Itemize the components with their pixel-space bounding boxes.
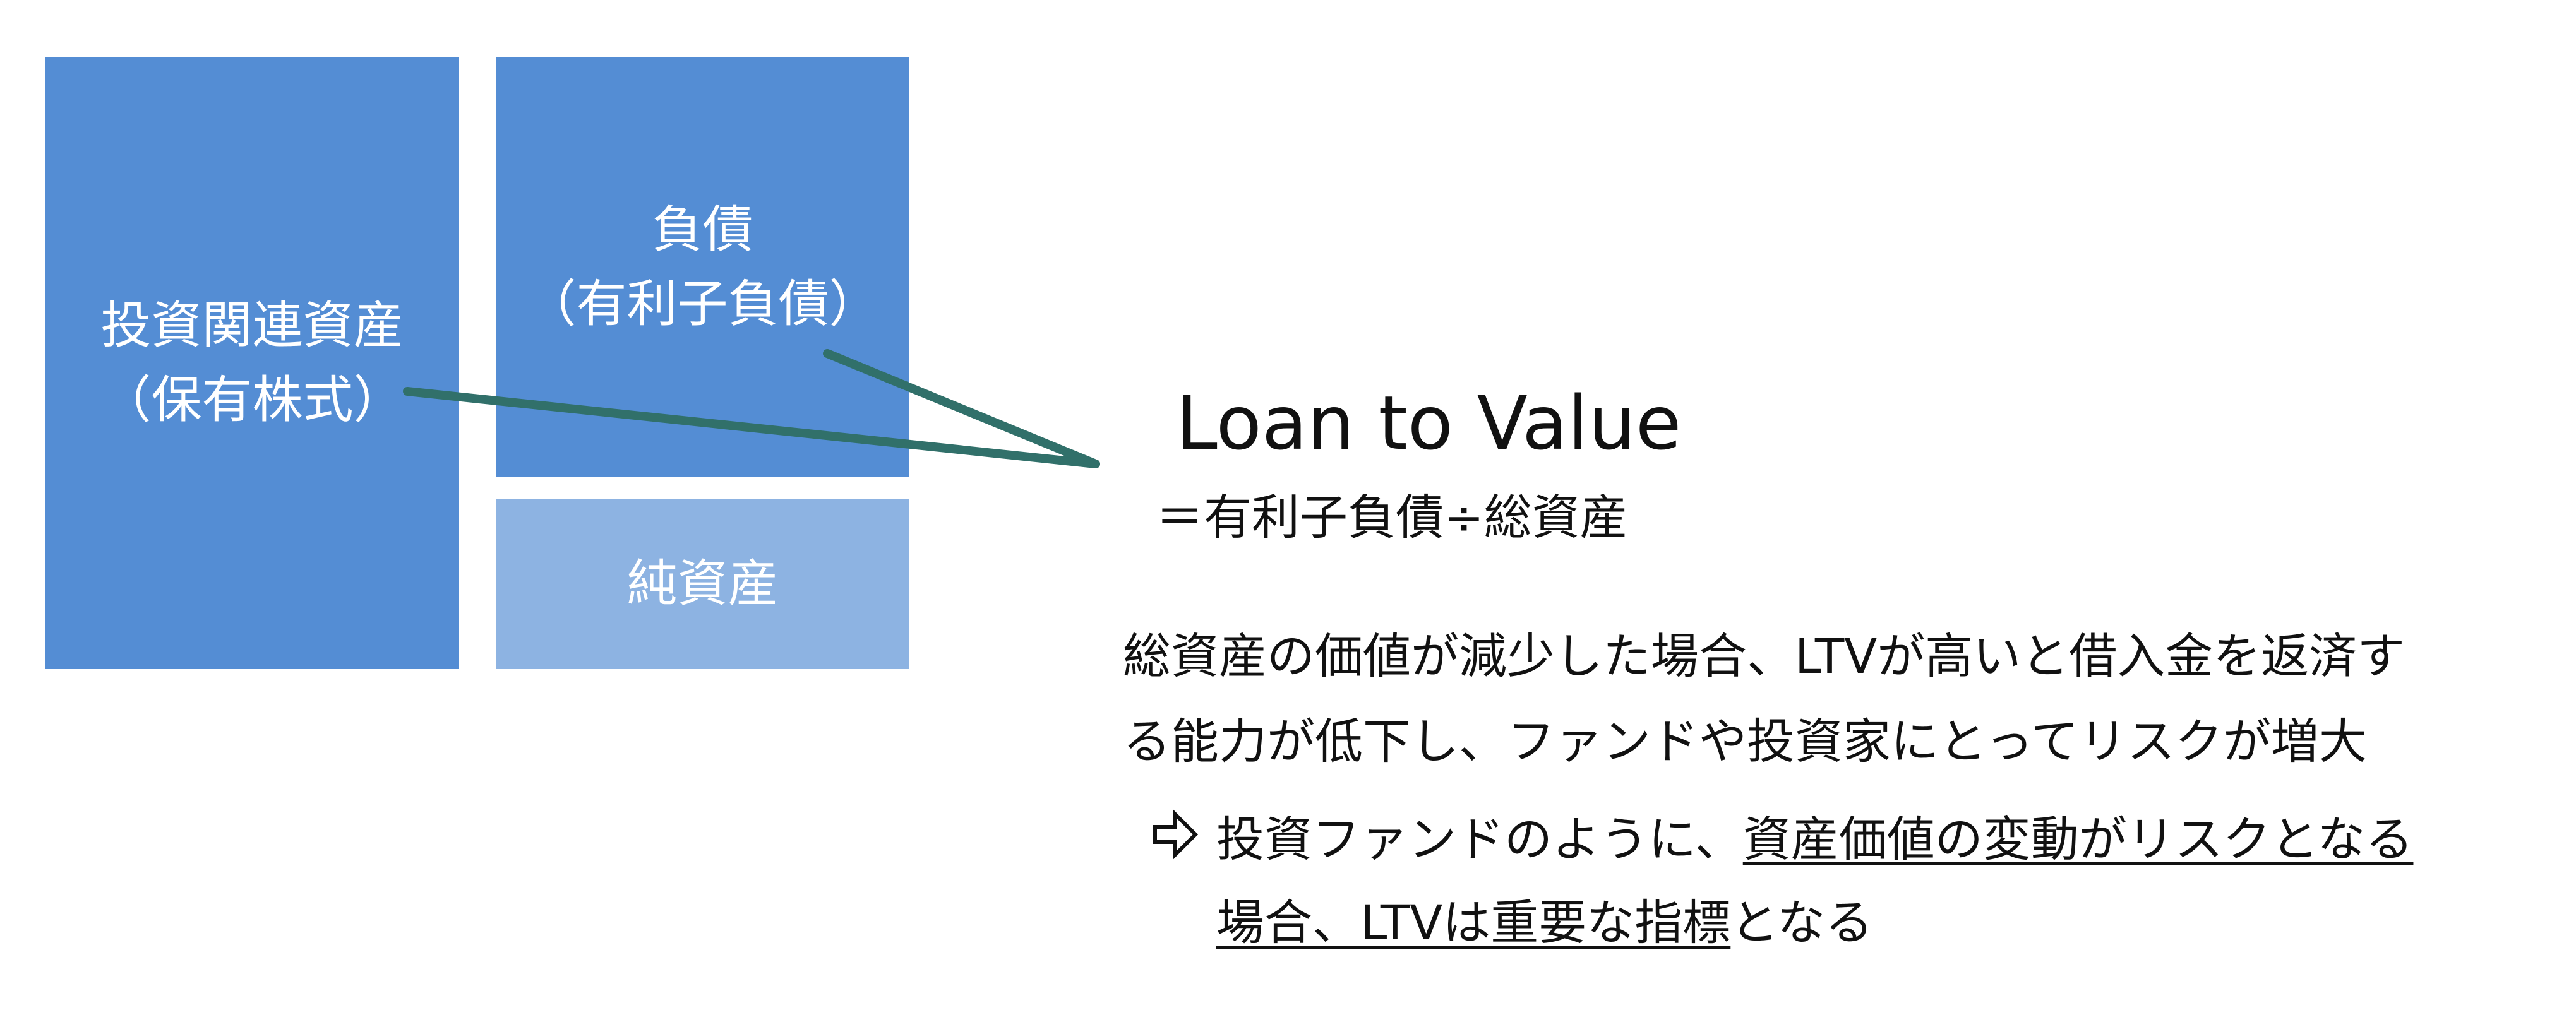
- conclusion-line-1: 投資ファンドのように、資産価値の変動がリスクとなる: [1216, 808, 2413, 871]
- net-assets-label: 純資産: [626, 554, 779, 613]
- investment-assets-label: 投資関連資産: [100, 296, 404, 355]
- asset-connector-line: [403, 387, 1100, 468]
- investment-assets-sublabel: （保有株式）: [100, 371, 404, 429]
- ltv-title: Loan to Value: [1176, 379, 1682, 466]
- description-line-2: る能力が低下し、ファンドや投資家にとってリスクが増大: [1123, 713, 2367, 769]
- ltv-formula: ＝有利子負債÷総資産: [1156, 489, 1628, 545]
- conclusion-line-2-plain: となる: [1730, 894, 1874, 951]
- conclusion-line-2-underlined: 場合、LTVは重要な指標: [1216, 894, 1731, 951]
- outline-right-arrow-icon: [1153, 809, 1198, 860]
- conclusion-line-2: 場合、LTVは重要な指標となる: [1216, 891, 1873, 954]
- investment-assets-box: 投資関連資産 （保有株式）: [45, 57, 459, 669]
- conclusion-line-1-plain: 投資ファンドのように、: [1216, 811, 1743, 867]
- liabilities-sublabel: （有利子負債）: [525, 274, 880, 333]
- liability-connector-line: [823, 349, 1100, 468]
- liabilities-label: 負債: [652, 199, 753, 259]
- description-line-1: 総資産の価値が減少した場合、LTVが高いと借入金を返済す: [1123, 628, 2405, 684]
- net-assets-box: 純資産: [496, 499, 909, 669]
- conclusion-line-1-underlined: 資産価値の変動がリスクとなる: [1742, 811, 2414, 867]
